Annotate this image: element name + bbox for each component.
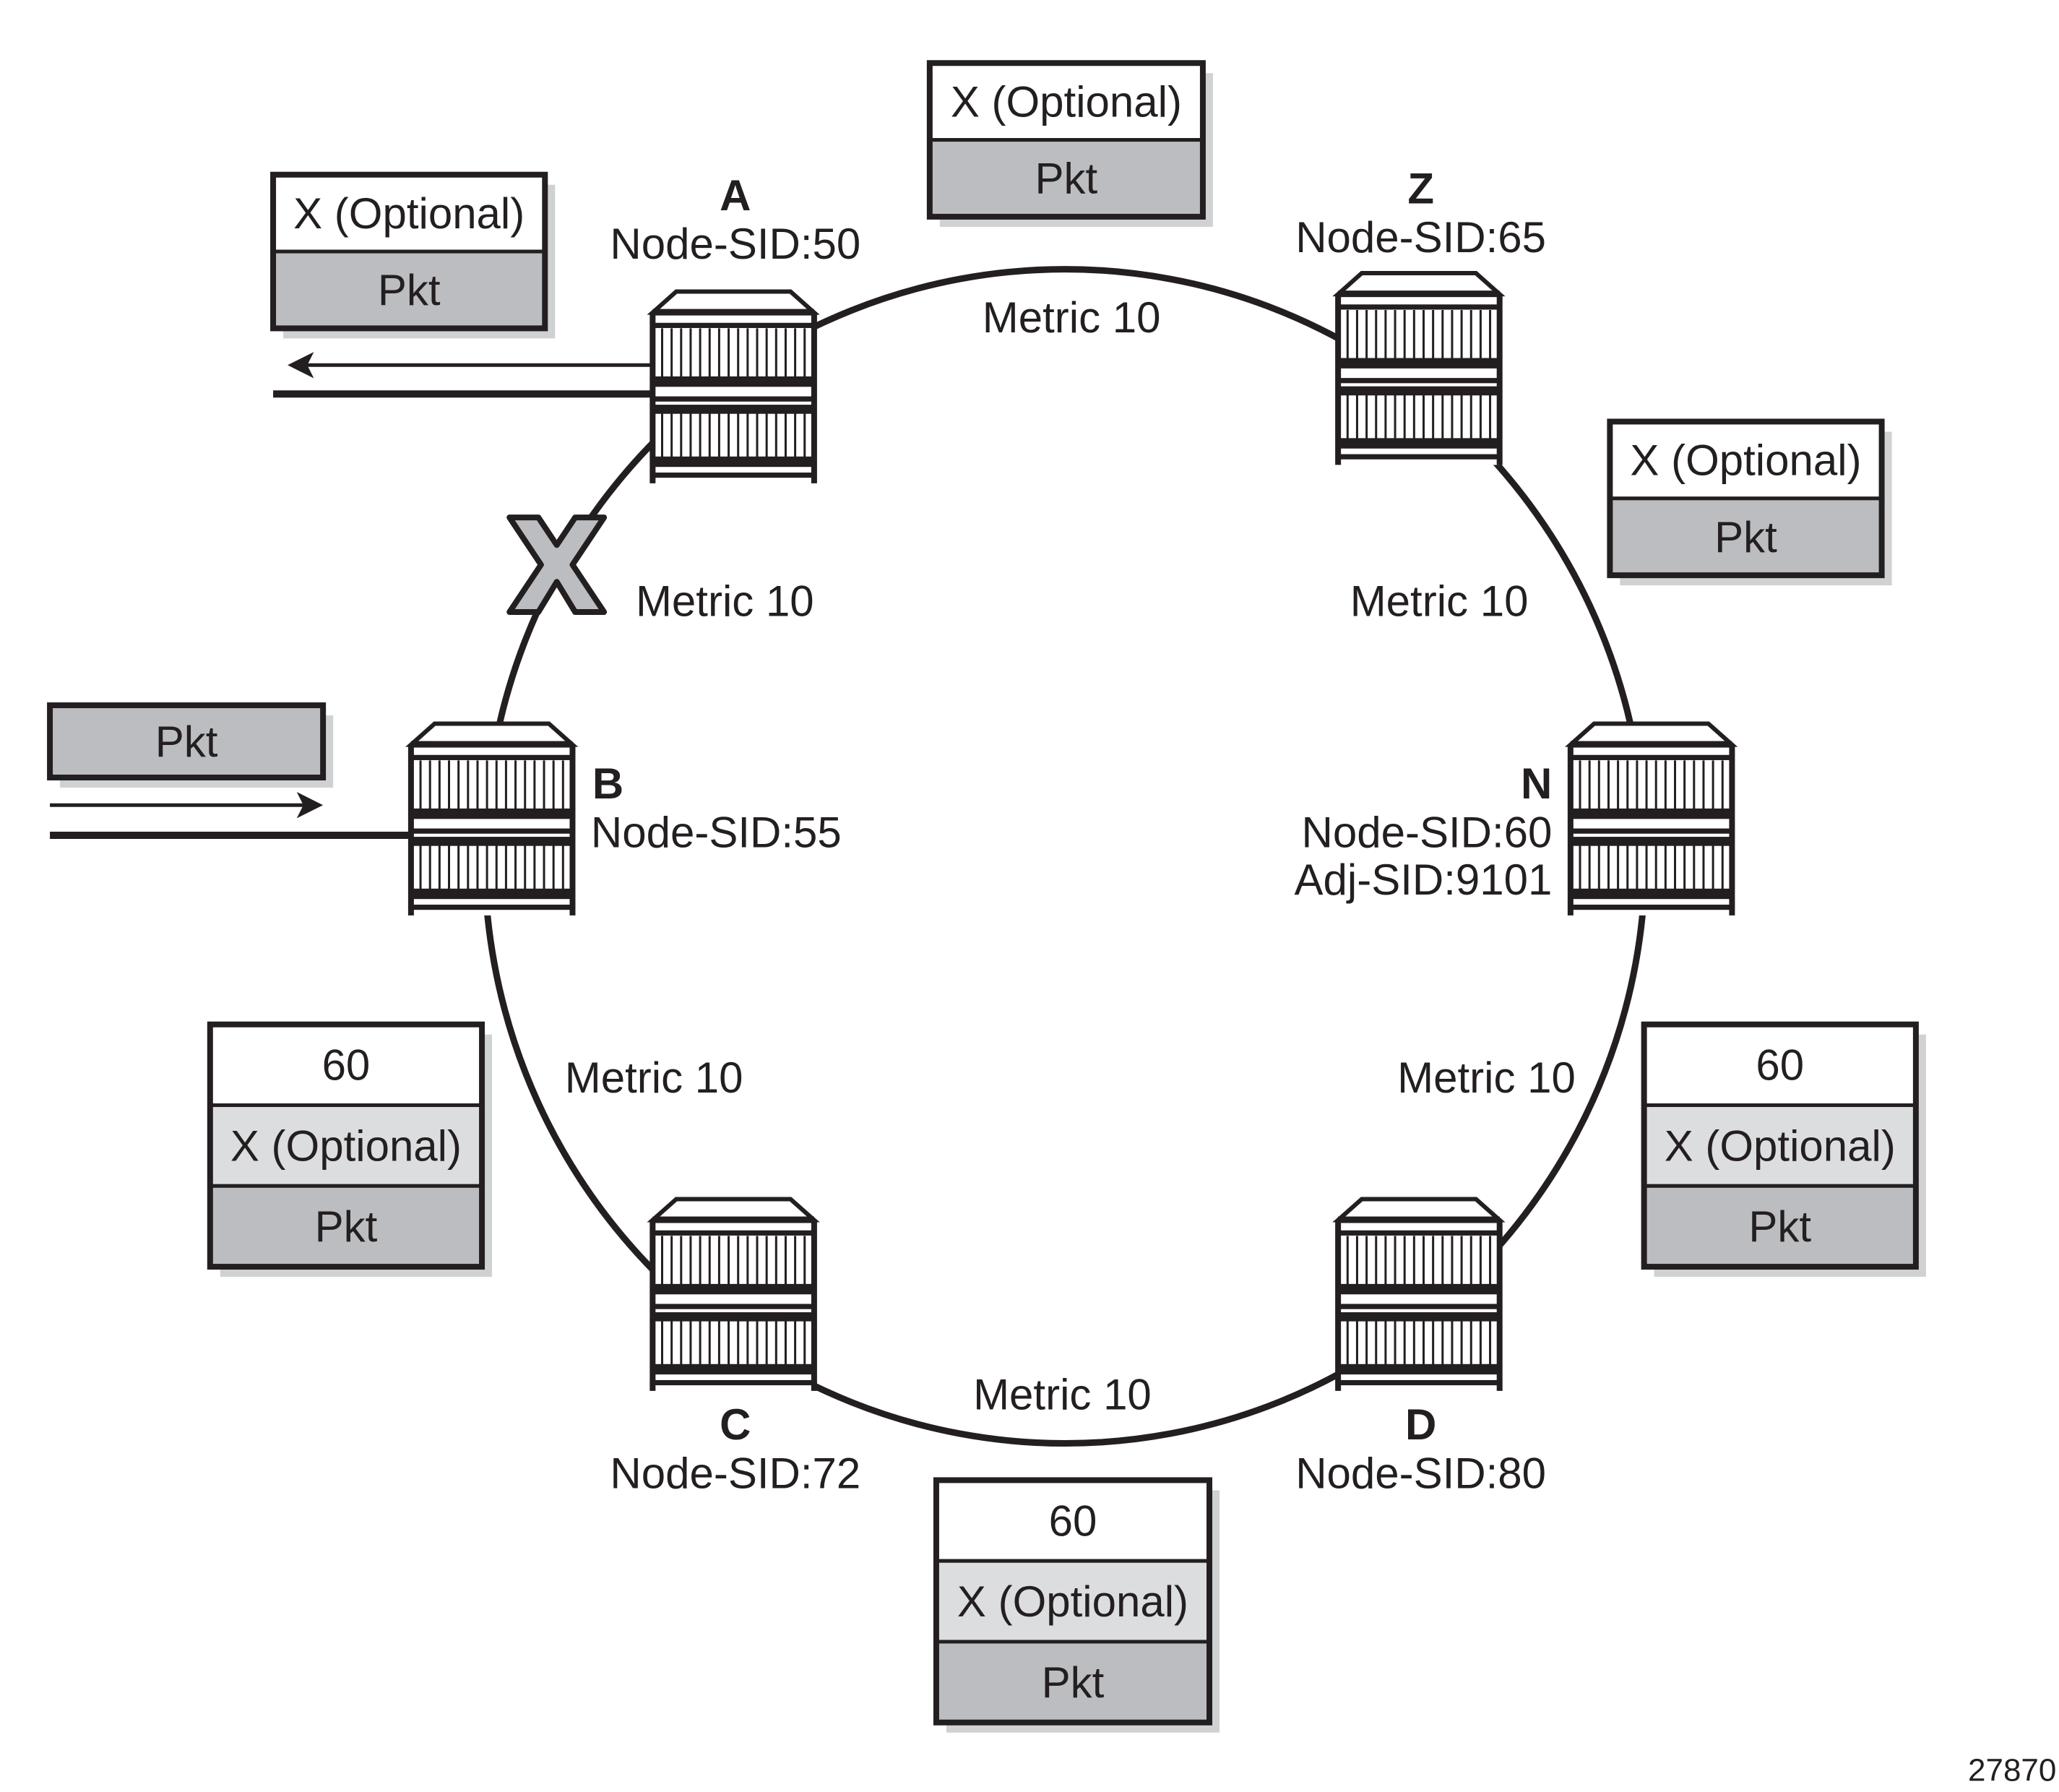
label-stack-border xyxy=(207,1021,485,1270)
link-metric-label: Metric 10 xyxy=(983,293,1161,342)
label-stack-entry: X (Optional) xyxy=(951,77,1182,126)
router-icon xyxy=(1332,271,1506,465)
label-stack-entry: Pkt xyxy=(1748,1202,1811,1251)
link-metric-label: Metric 10 xyxy=(1350,577,1529,625)
failure-x-icon xyxy=(506,514,608,616)
label-stack: 60 X (Optional) Pkt xyxy=(207,1021,493,1278)
node-name: B xyxy=(592,759,623,808)
arrow-left-icon xyxy=(288,352,314,379)
label-stack-entry: X (Optional) xyxy=(1665,1121,1896,1170)
label-stack-border xyxy=(47,702,327,781)
label-stack-entry: Pkt xyxy=(378,266,441,314)
label-stack: X (Optional) Pkt xyxy=(1607,418,1892,586)
label-stack: 60 X (Optional) Pkt xyxy=(933,1477,1220,1733)
label-stack-border xyxy=(933,1477,1213,1726)
label-stack-entry: X (Optional) xyxy=(293,189,525,238)
label-stack-entry: Pkt xyxy=(315,1202,378,1251)
label-stack-row xyxy=(1642,1022,1918,1108)
node-sid-label: Node-SID:72 xyxy=(610,1449,860,1497)
label-stack-entry: 60 xyxy=(1756,1041,1804,1090)
label-stack-entry: X (Optional) xyxy=(1630,436,1861,485)
label-stack-entry: 60 xyxy=(1049,1496,1097,1545)
label-stack-border xyxy=(270,171,548,332)
label-stack-row xyxy=(934,1478,1212,1563)
router-icon xyxy=(1564,721,1738,916)
router-icon xyxy=(1332,1197,1506,1391)
label-stack-entry: X (Optional) xyxy=(230,1121,462,1170)
node-sid-label: Node-SID:65 xyxy=(1295,213,1546,262)
label-stack-row xyxy=(48,703,325,780)
label-stack-border xyxy=(926,60,1206,220)
node-name: D xyxy=(1405,1400,1436,1449)
node-sid-label: Node-SID:55 xyxy=(591,808,842,856)
node-name: N xyxy=(1521,759,1552,808)
label-stack-entry: Pkt xyxy=(1042,1658,1105,1707)
label-stack-row xyxy=(208,1184,484,1269)
label-stack-entry: X (Optional) xyxy=(957,1577,1188,1626)
label-stack-border xyxy=(1607,418,1885,579)
node-name: A xyxy=(720,171,751,220)
node-sid-label: Node-SID:50 xyxy=(610,220,860,268)
link-metric-label: Metric 10 xyxy=(636,577,814,625)
node-sid-label: Node-SID:80 xyxy=(1295,1449,1546,1497)
label-stack-entry: Pkt xyxy=(155,718,218,766)
link-metric-label: Metric 10 xyxy=(973,1370,1152,1418)
node-sid-label: Adj-SID:9101 xyxy=(1295,856,1553,904)
link-metric-label: Metric 10 xyxy=(1397,1054,1576,1102)
label-stack: X (Optional) Pkt xyxy=(926,60,1213,227)
router-icon xyxy=(405,721,579,916)
arrow-right-icon xyxy=(296,792,324,819)
traffic-lines xyxy=(50,352,653,839)
node-name: C xyxy=(720,1400,751,1449)
node-labels: ANode-SID:50ZNode-SID:65BNode-SID:55NNod… xyxy=(591,165,1552,1498)
label-stack: 60 X (Optional) Pkt xyxy=(1641,1021,1926,1278)
router-icon xyxy=(647,1197,820,1391)
label-stack-entry: Pkt xyxy=(1714,513,1777,561)
label-stack-row xyxy=(271,173,547,254)
label-stack-entry: Pkt xyxy=(1035,155,1098,203)
label-stack: Pkt xyxy=(47,702,334,788)
router-icon xyxy=(647,289,820,483)
node-name: Z xyxy=(1407,165,1434,213)
node-sid-label: Node-SID:60 xyxy=(1302,808,1553,856)
link-failure xyxy=(506,514,608,616)
label-stack-entry: 60 xyxy=(322,1041,371,1090)
figure-number: 27870 xyxy=(1968,1753,2056,1788)
label-stack-border xyxy=(1641,1021,1919,1270)
link-metric-label: Metric 10 xyxy=(565,1054,743,1102)
routers xyxy=(405,271,1738,1391)
label-stack: X (Optional) Pkt xyxy=(270,171,556,339)
metric-labels: Metric 10 Metric 10 Metric 10 Metric 10 Metr… xyxy=(565,293,1576,1418)
